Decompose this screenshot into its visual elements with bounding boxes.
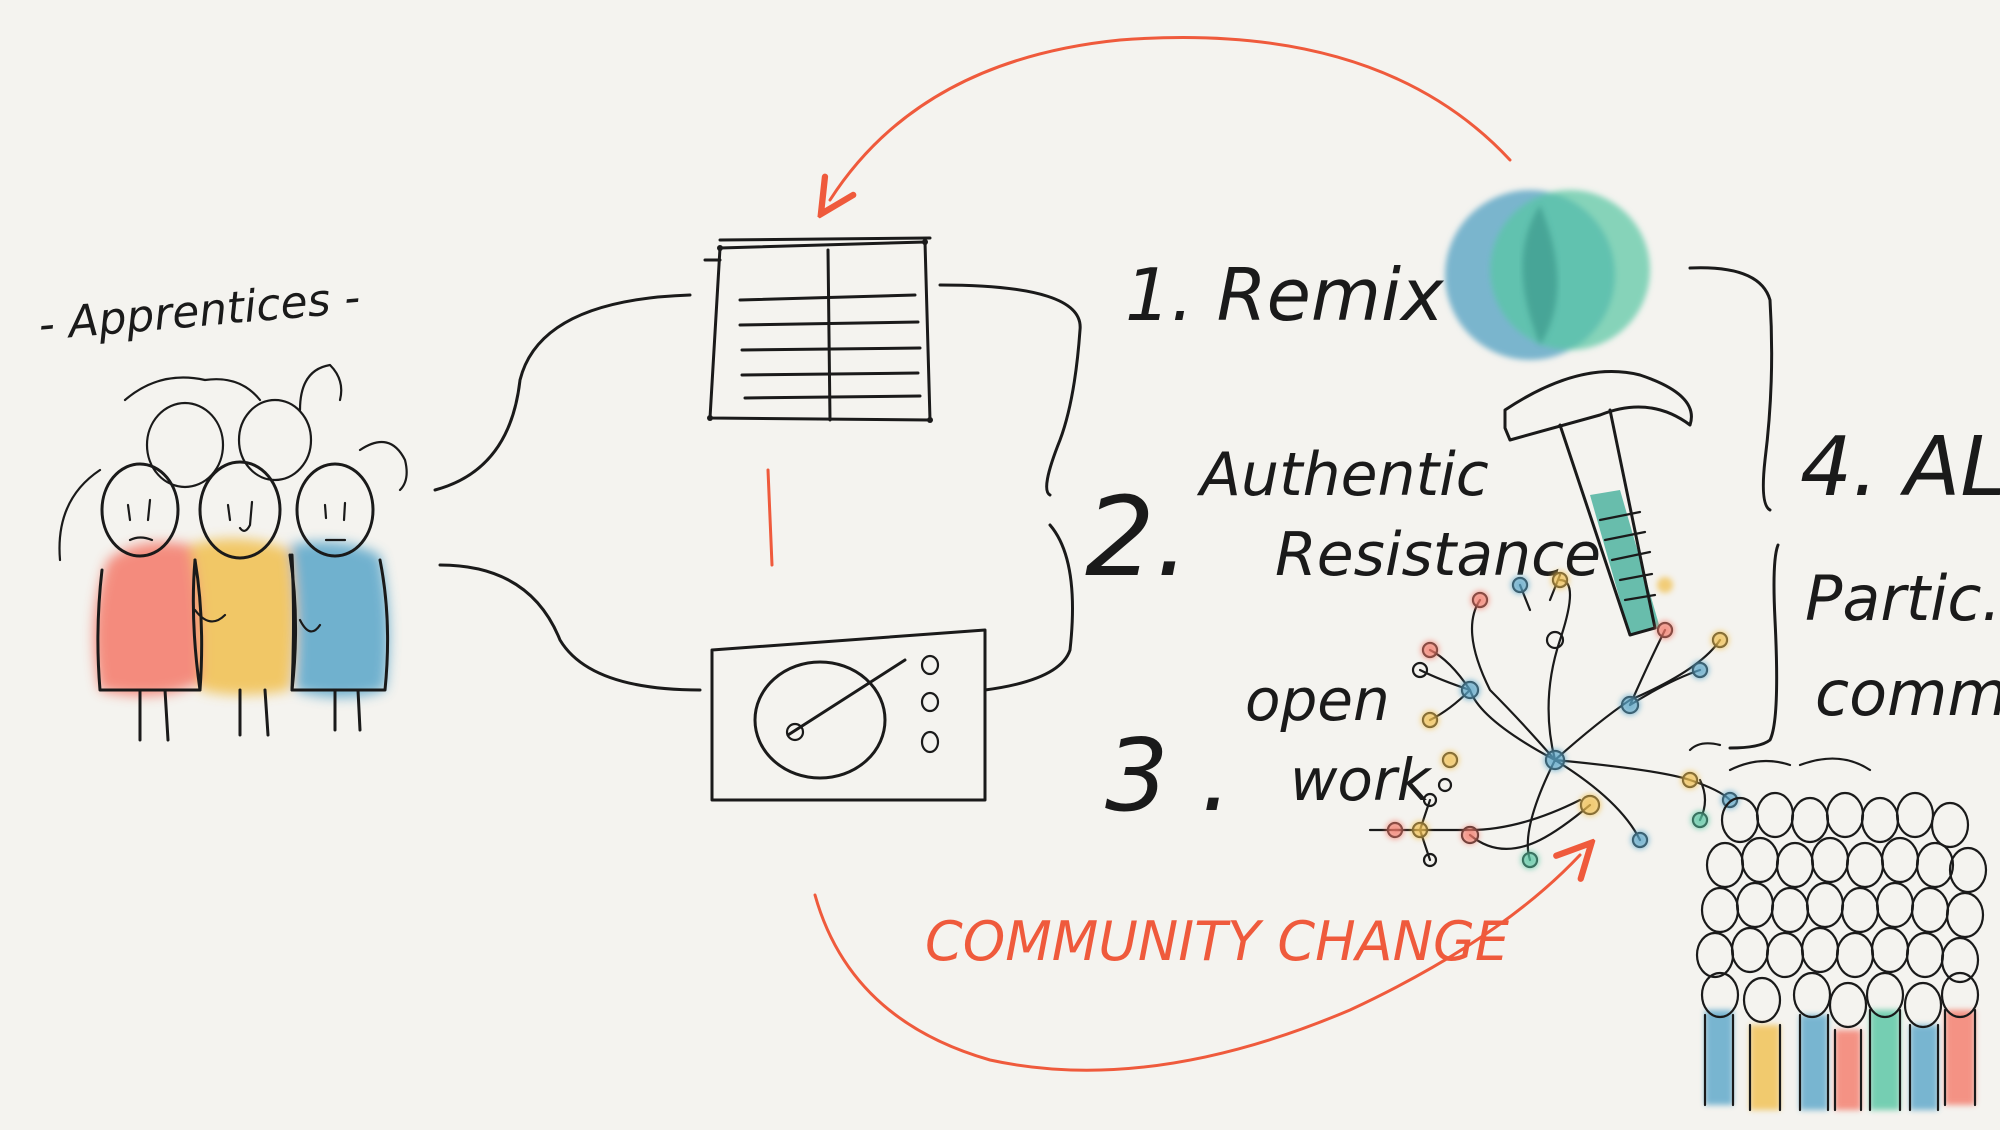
bottom-feedback-arrow [813,855,1580,1072]
network-graph-icon [1368,571,1739,869]
authentic-line1: Authentic [1196,440,1489,510]
open-line1: open [1245,666,1390,734]
top-feedback-arrow [830,36,1512,201]
authentic-line2: Resistance [1275,520,1601,590]
comm-label: comm [1815,657,2000,730]
remix-label: 1. Remix [1125,253,1445,337]
crowd-icon [1695,757,1988,1112]
bracket-lower [983,523,1074,692]
community-change-label: COMMUNITY CHANGE [925,910,1510,973]
bracket-upper [938,283,1082,497]
bracket-right-upper [1688,266,1774,512]
venn-diagram-icon [1445,190,1650,360]
partic-label: Partic. [1805,562,2000,635]
open-line2: work [1290,746,1433,814]
apprentices-label: - Apprentices - [37,272,363,351]
open-number: 3 . [1105,717,1232,834]
bracket-right-lower [1728,543,1780,750]
record-player-icon [710,628,987,802]
connector-to-player [438,563,702,692]
connector-to-grid [433,293,692,492]
grid-document-icon [703,236,933,423]
apprentices-group-icon [58,363,408,742]
red-divider-mark [766,468,774,567]
alt-label: 4. ALT. [1800,420,2000,515]
hammer-icon [1503,370,1693,637]
authentic-number: 2. [1085,473,1190,601]
